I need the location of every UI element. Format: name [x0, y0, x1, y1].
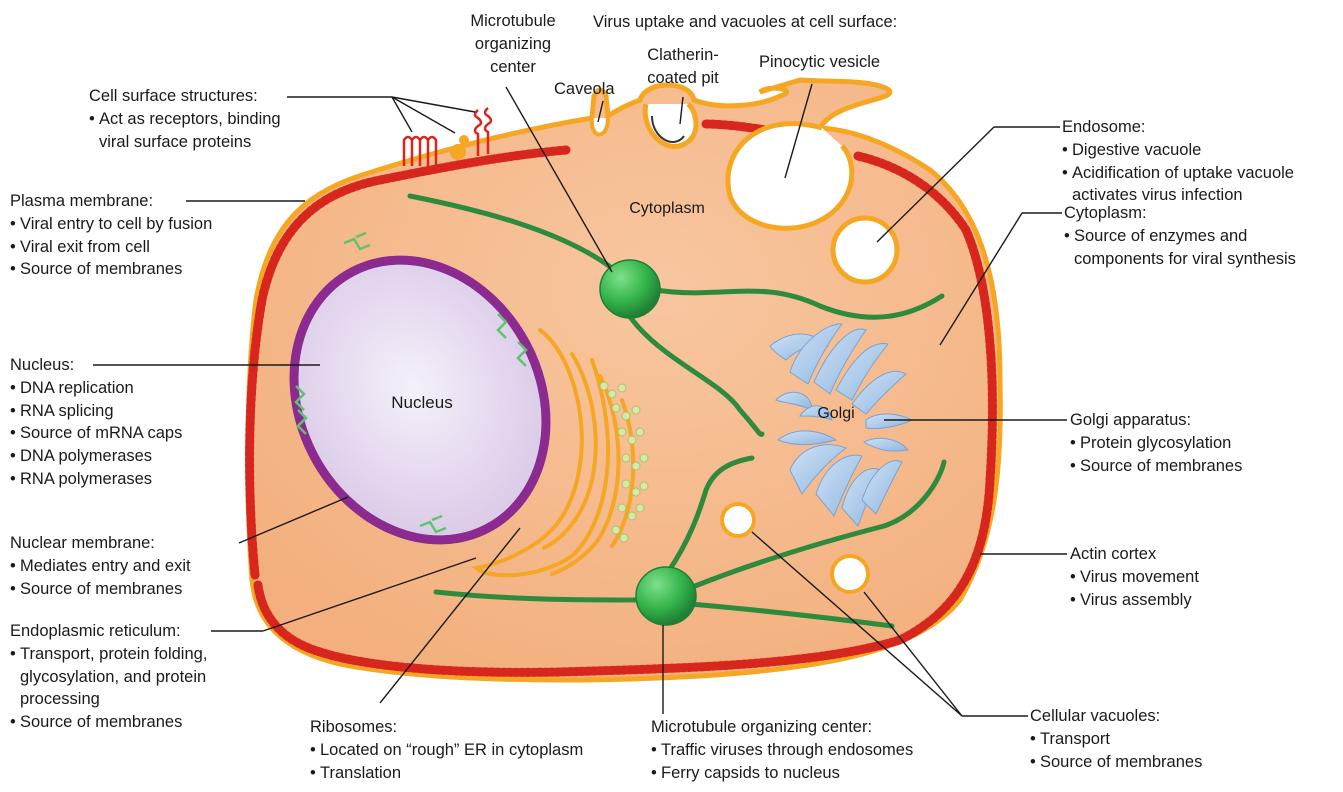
nucleus-label: Nucleus: [391, 393, 452, 412]
plasma-membrane-callout: Plasma membrane: Viral entry to cell by …: [10, 190, 212, 281]
er-item: Transport, protein folding,: [10, 643, 207, 666]
actin-callout: Actin cortex Virus movement Virus assemb…: [1070, 543, 1199, 611]
nucleus-callout: Nucleus: DNA replication RNA splicing So…: [10, 354, 182, 491]
ribosomes-title: Ribosomes:: [310, 716, 583, 739]
golgi-item: Protein glycosylation: [1070, 432, 1242, 455]
nucleus-item: RNA splicing: [10, 400, 182, 423]
ribosomes-callout: Ribosomes: Located on “rough” ER in cyto…: [310, 716, 583, 784]
cytoplasm-callout: Cytoplasm: Source of enzymes and compone…: [1064, 202, 1296, 270]
mtoc-top-line-2: organizing: [454, 33, 572, 56]
cytoplasm-item: components for viral synthesis: [1064, 248, 1296, 271]
vacuoles-item: Transport: [1030, 728, 1202, 751]
ribosomes-item: Located on “rough” ER in cytoplasm: [310, 739, 583, 762]
er-item: glycosylation, and protein: [10, 666, 207, 689]
plasma-membrane-title: Plasma membrane:: [10, 190, 212, 213]
plasma-membrane-item: Source of membranes: [10, 258, 212, 281]
caveola-pit: [592, 118, 608, 135]
nucleus-title: Nucleus:: [10, 354, 182, 377]
er-callout: Endoplasmic reticulum: Transport, protei…: [10, 620, 207, 734]
mtoc-top-line-3: center: [454, 56, 572, 79]
receptor-knob: [450, 144, 466, 160]
cell-surface-item: Act as receptors, binding: [89, 108, 281, 131]
er-item: processing: [10, 688, 207, 711]
endosome-callout: Endosome: Digestive vacuole Acidificatio…: [1062, 116, 1294, 207]
actin-item: Virus assembly: [1070, 589, 1199, 612]
nucleus-item: DNA polymerases: [10, 445, 182, 468]
cytoplasm-item: Source of enzymes and: [1064, 225, 1296, 248]
golgi-label: Golgi: [817, 405, 854, 422]
vacuole-2: [832, 556, 868, 592]
er-title: Endoplasmic reticulum:: [10, 620, 207, 643]
virus-uptake-label: Virus uptake and vacuoles at cell surfac…: [593, 11, 897, 34]
cell-surface-title: Cell surface structures:: [89, 85, 281, 108]
clatherin-line-2: coated pit: [631, 67, 735, 90]
vacuoles-callout: Cellular vacuoles: Transport Source of m…: [1030, 705, 1202, 773]
clatherin-label: Clatherin- coated pit: [631, 44, 735, 90]
cell-surface-item: viral surface proteins: [89, 131, 281, 154]
nuclear-membrane-item: Mediates entry and exit: [10, 555, 191, 578]
nuclear-membrane-callout: Nuclear membrane: Mediates entry and exi…: [10, 532, 191, 600]
endosome: [833, 218, 897, 282]
er-item: Source of membranes: [10, 711, 207, 734]
pinocytic-vesicle: [728, 124, 852, 229]
mtoc-bottom: [636, 567, 696, 625]
actin-item: Virus movement: [1070, 566, 1199, 589]
vacuoles-title: Cellular vacuoles:: [1030, 705, 1202, 728]
cell-surface-callout: Cell surface structures: Act as receptor…: [89, 85, 281, 153]
mtoc-top: [600, 260, 660, 318]
ribosomes-item: Translation: [310, 762, 583, 785]
golgi-callout: Golgi apparatus: Protein glycosylation S…: [1070, 409, 1242, 477]
endosome-item: Acidification of uptake vacuole: [1062, 162, 1294, 185]
nucleus-item: RNA polymerases: [10, 468, 182, 491]
nuclear-membrane-item: Source of membranes: [10, 578, 191, 601]
endosome-title: Endosome:: [1062, 116, 1294, 139]
caveola-label: Caveola: [554, 78, 615, 101]
nuclear-membrane-title: Nuclear membrane:: [10, 532, 191, 555]
mtoc-bottom-title: Microtubule organizing center:: [651, 716, 913, 739]
actin-title: Actin cortex: [1070, 543, 1199, 566]
cytoplasm-title: Cytoplasm:: [1064, 202, 1296, 225]
endosome-item: Digestive vacuole: [1062, 139, 1294, 162]
mtoc-top-line-1: Microtubule: [454, 10, 572, 33]
golgi-item: Source of membranes: [1070, 455, 1242, 478]
plasma-membrane-item: Viral exit from cell: [10, 236, 212, 259]
mtoc-bottom-callout: Microtubule organizing center: Traffic v…: [651, 716, 913, 784]
vacuole-1: [722, 504, 754, 536]
plasma-membrane-item: Viral entry to cell by fusion: [10, 213, 212, 236]
mtoc-bottom-item: Ferry capsids to nucleus: [651, 762, 913, 785]
mtoc-bottom-item: Traffic viruses through endosomes: [651, 739, 913, 762]
golgi-title: Golgi apparatus:: [1070, 409, 1242, 432]
clatherin-line-1: Clatherin-: [631, 44, 735, 67]
pinocytic-label: Pinocytic vesicle: [759, 51, 880, 74]
nucleus-item: DNA replication: [10, 377, 182, 400]
mtoc-top-label: Microtubule organizing center: [454, 10, 572, 78]
cytoplasm-label: Cytoplasm: [629, 200, 705, 217]
vacuoles-item: Source of membranes: [1030, 751, 1202, 774]
nucleus-item: Source of mRNA caps: [10, 422, 182, 445]
